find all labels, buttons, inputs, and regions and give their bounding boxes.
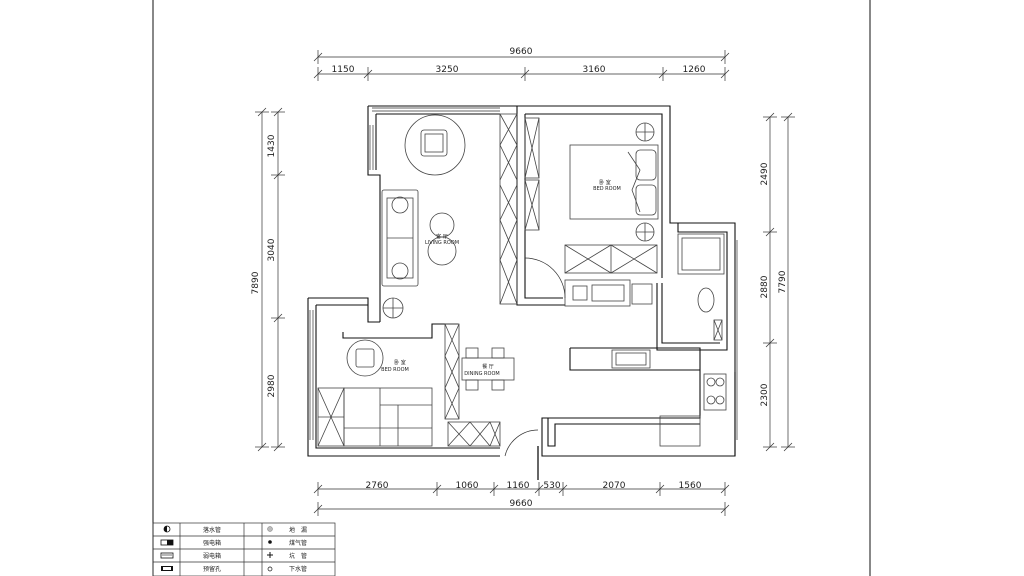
reserved-hole-icon <box>161 566 173 571</box>
right-dimensions <box>763 112 795 452</box>
wardrobe-bedroom2 <box>317 387 433 447</box>
weak-box-icon <box>160 552 174 559</box>
coffee-table-icon <box>427 212 457 266</box>
sofa-icon <box>381 189 419 287</box>
room-label-bedroom2-en: BED ROOM <box>381 367 409 373</box>
left-dimension-1: 1430 <box>267 134 277 157</box>
room-label-living-en: LIVING ROOM <box>425 240 459 246</box>
room-label-living: 客 厅 <box>436 233 448 240</box>
room-label-bedroom-en: BED ROOM <box>593 186 621 192</box>
floor-drain-icon <box>267 526 273 532</box>
bottom-total-dimension: 9660 <box>510 499 533 509</box>
legend-label-3: 弱电箱 <box>203 552 221 560</box>
armchair-icon <box>346 339 384 377</box>
legend-label-4: 预留孔 <box>203 565 221 573</box>
bathroom-fixtures <box>677 233 725 341</box>
bottom-dimension-4: 530 <box>543 481 560 491</box>
bottom-dimension-2: 1060 <box>456 481 479 491</box>
ceiling-light-icon <box>382 297 404 319</box>
legend-label-7: 坑 管 <box>289 552 307 560</box>
legend-label-5: 地 漏 <box>289 526 307 534</box>
drain-pipe-icon <box>267 566 273 572</box>
room-label-bedroom: 卧 室 <box>599 179 611 186</box>
right-dimension-2: 2880 <box>760 275 770 298</box>
left-total-dimension: 7890 <box>251 271 261 294</box>
wardrobe-bedroom-bottom <box>564 244 658 274</box>
walls <box>307 105 736 457</box>
top-dimension-2: 3250 <box>436 65 459 75</box>
legend-label-6: 煤气管 <box>289 539 307 547</box>
wardrobe-living-right <box>499 113 518 305</box>
room-label-dining: 餐 厅 <box>482 363 494 370</box>
legend-label-8: 下水管 <box>289 565 307 573</box>
left-dimensions <box>255 107 285 452</box>
room-label-bedroom2: 卧 室 <box>394 359 406 366</box>
top-dimension-3: 3160 <box>583 65 606 75</box>
top-dimension-1: 1150 <box>332 65 355 75</box>
windows <box>309 107 738 440</box>
gas-pipe-icon <box>268 540 272 544</box>
distribution-box-icon <box>160 539 174 546</box>
legend-label-1: 落水管 <box>203 526 221 534</box>
door-swing-entry <box>504 429 539 457</box>
cabinet-dining <box>444 323 501 447</box>
riser-pipe-icon <box>267 552 273 558</box>
armchair-icon <box>404 114 466 176</box>
half-filled-circle-icon <box>163 525 171 533</box>
bottom-dimensions <box>313 482 730 516</box>
door-swing-bedroom <box>524 257 566 299</box>
bed-icon <box>569 144 659 220</box>
right-dimension-1: 2490 <box>760 162 770 185</box>
bottom-dimension-1: 2760 <box>366 481 389 491</box>
legend-label-2: 强电箱 <box>203 539 221 547</box>
utility-counter <box>564 279 653 307</box>
bottom-dimension-5: 2070 <box>603 481 626 491</box>
kitchen-fixtures <box>611 349 727 447</box>
right-total-dimension: 7790 <box>778 270 788 293</box>
dining-table-icon <box>461 347 515 391</box>
right-dimension-3: 2300 <box>760 383 770 406</box>
wardrobe-bedroom-left <box>524 117 540 231</box>
room-label-dining-en: DINING ROOM <box>464 371 499 377</box>
bottom-dimension-6: 1560 <box>679 481 702 491</box>
left-dimension-2: 3040 <box>267 238 277 261</box>
legend-table <box>152 522 336 576</box>
left-dimension-3: 2980 <box>267 374 277 397</box>
top-dimensions <box>313 50 730 81</box>
ceiling-light-icon <box>635 122 655 242</box>
top-total-dimension: 9660 <box>510 47 533 57</box>
bottom-dimension-3: 1160 <box>507 481 530 491</box>
top-dimension-4: 1260 <box>683 65 706 75</box>
